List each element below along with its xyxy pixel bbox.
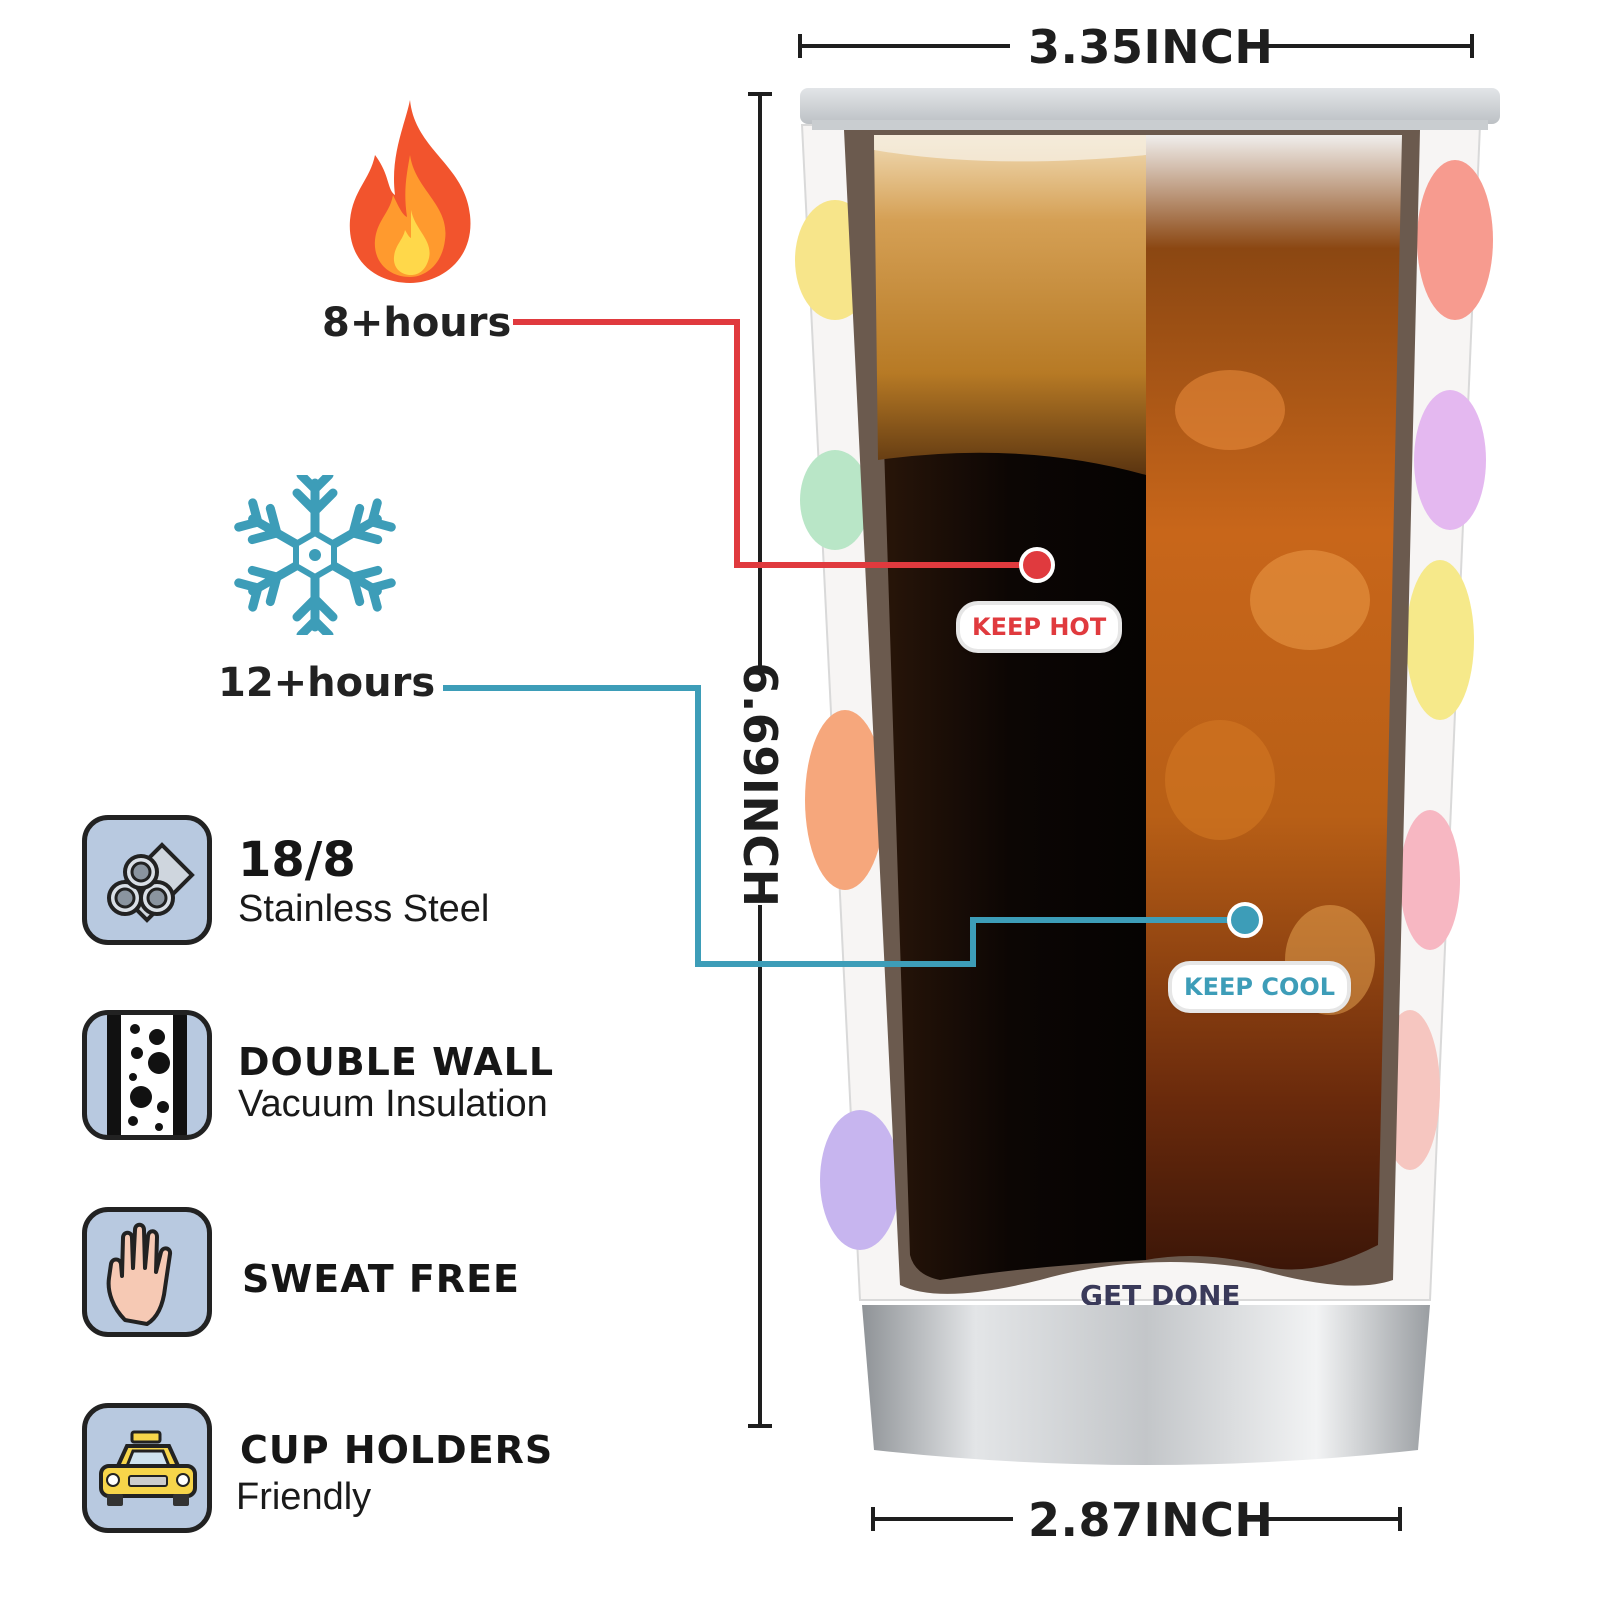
hot-hours-label: 8+hours bbox=[322, 300, 512, 346]
top-dimension-tick-right bbox=[1470, 34, 1474, 58]
height-dimension-line-bottom bbox=[758, 905, 762, 1427]
feature-stainless-steel bbox=[82, 815, 212, 945]
feature-double-wall-title: DOUBLE WALL bbox=[238, 1040, 555, 1084]
feature-cup-holders bbox=[82, 1403, 212, 1533]
cold-hours-label: 12+hours bbox=[218, 660, 436, 706]
cold-callout-line bbox=[443, 685, 1263, 967]
hot-callout-line bbox=[513, 319, 1055, 583]
top-dimension-line-left bbox=[800, 44, 1010, 48]
top-dimension-tick-left bbox=[798, 34, 802, 58]
top-dimension-line-right bbox=[1262, 44, 1472, 48]
feature-cup-holders-title: CUP HOLDERS bbox=[240, 1428, 554, 1472]
feature-double-wall-subtitle: Vacuum Insulation bbox=[238, 1083, 548, 1125]
bottom-width-label: 2.87INCH bbox=[1028, 1493, 1274, 1547]
bottom-dimension-tick-right bbox=[1398, 1507, 1402, 1531]
steel-pipes-icon bbox=[107, 842, 195, 923]
flame-icon bbox=[349, 100, 471, 283]
top-width-label: 3.35INCH bbox=[1028, 20, 1274, 74]
hand-icon bbox=[106, 1222, 173, 1326]
feature-sweat-free bbox=[82, 1207, 212, 1337]
snowflake-icon bbox=[225, 475, 405, 635]
feature-double-wall bbox=[82, 1010, 212, 1140]
feature-steel-title: 18/8 bbox=[238, 832, 356, 888]
feature-sweat-free-title: SWEAT FREE bbox=[242, 1257, 520, 1301]
car-icon bbox=[99, 1430, 197, 1506]
double-wall-icon bbox=[107, 1015, 187, 1135]
bottom-dimension-line-right bbox=[1262, 1517, 1400, 1521]
bottom-dimension-line-left bbox=[873, 1517, 1013, 1521]
feature-cup-holders-subtitle: Friendly bbox=[236, 1476, 372, 1518]
keep-cool-badge: KEEP COOL bbox=[1172, 965, 1348, 1009]
keep-hot-badge: KEEP HOT bbox=[960, 605, 1119, 649]
height-dimension-tick-bottom bbox=[748, 1424, 772, 1428]
height-dimension-line-top bbox=[758, 94, 762, 669]
feature-steel-subtitle: Stainless Steel bbox=[238, 888, 490, 930]
